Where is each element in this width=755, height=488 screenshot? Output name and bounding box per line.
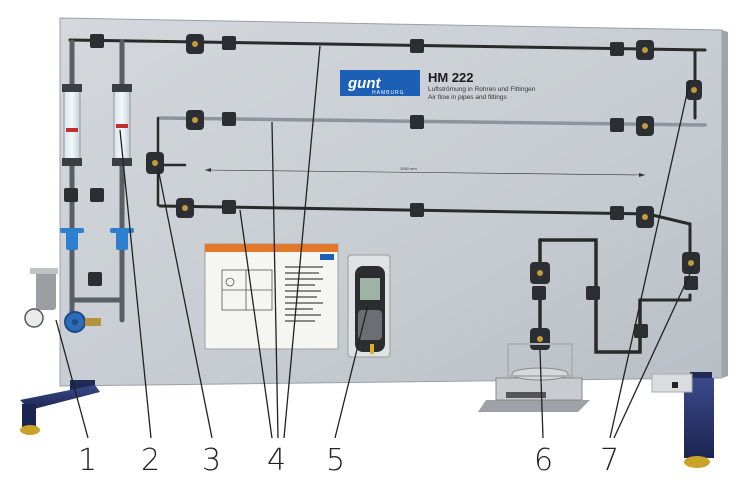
brand-logo-sub: HAMBURG	[372, 90, 405, 96]
callout-6: 6	[534, 443, 553, 478]
flow-meter-left	[62, 84, 82, 166]
info-label	[651, 373, 693, 393]
brass-pressure-taps	[152, 41, 697, 342]
callout-leaders	[55, 45, 695, 439]
brand-subtitle-de: Luftströmung in Rohren und Fittingen	[428, 86, 536, 93]
brand-plate: gunt HAMBURG HM 222 Luftströmung in Rohr…	[340, 70, 536, 101]
blue-handwheel-valve	[64, 311, 101, 333]
left-stand	[20, 380, 100, 435]
precision-scale	[478, 343, 590, 412]
callout-5: 5	[326, 443, 345, 478]
brand-subtitle-en: Air flow in pipes and fittings	[428, 94, 508, 101]
brand-logo: gunt	[347, 75, 381, 92]
callout-4: 4	[267, 443, 286, 478]
flow-meter-right	[112, 84, 132, 166]
callout-2: 2	[141, 443, 160, 478]
dimension-marker: 1000 mm	[204, 166, 646, 177]
callout-numbers: 1 2 3 4 5 6 7	[78, 443, 619, 478]
callout-7: 7	[600, 443, 619, 478]
blue-valve-left	[60, 228, 84, 250]
callout-1: 1	[78, 443, 97, 478]
brand-model: HM 222	[428, 70, 474, 85]
callout-3: 3	[202, 443, 221, 478]
digital-manometer	[347, 254, 391, 358]
blue-valve-right	[110, 228, 134, 250]
dimension-label: 1000 mm	[400, 166, 417, 171]
pressure-regulator	[24, 268, 58, 328]
schematic-sheet	[204, 243, 339, 350]
